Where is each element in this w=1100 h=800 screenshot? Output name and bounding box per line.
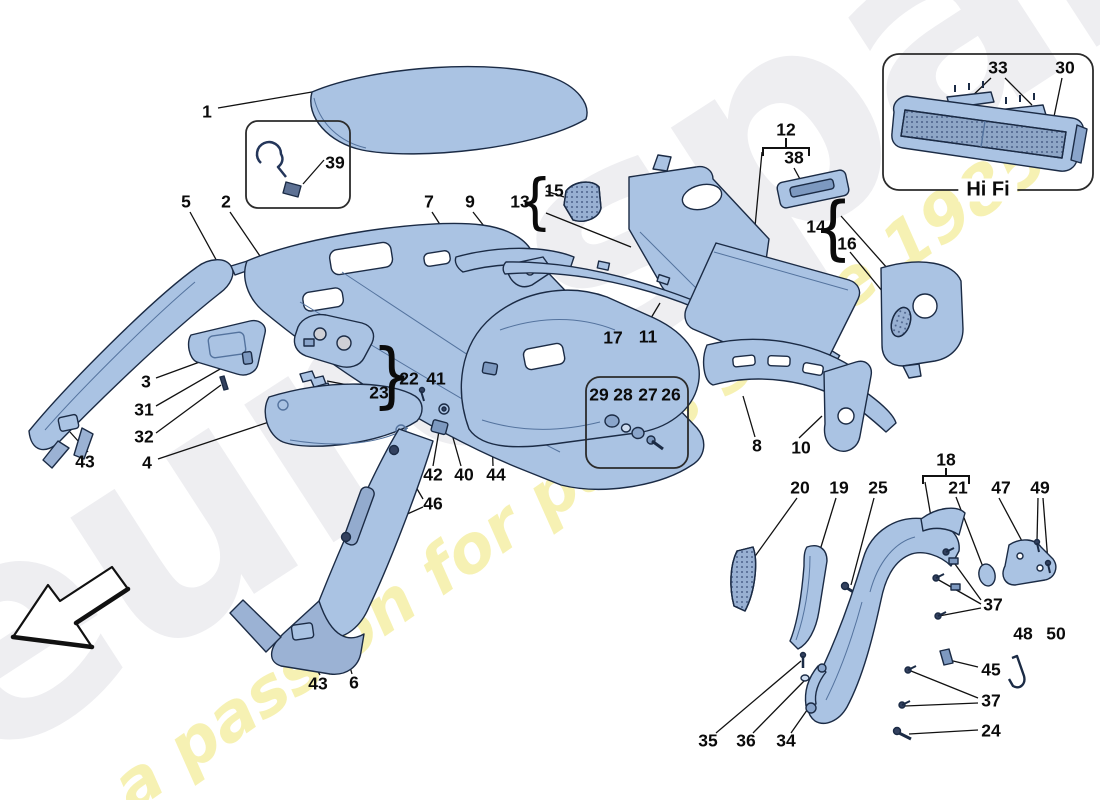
callout-c20: 20 xyxy=(790,477,810,498)
callout-c43b: 43 xyxy=(308,673,328,694)
callout-c18: 18 xyxy=(936,449,956,470)
callout-c32: 32 xyxy=(134,426,154,447)
callout-c37b: 37 xyxy=(981,690,1001,711)
callout-c14: 14 xyxy=(806,216,826,237)
part-hook-48-50 xyxy=(1007,654,1026,689)
callout-c2: 2 xyxy=(221,191,231,212)
part-screw-24 xyxy=(892,726,912,741)
callout-c37a: 37 xyxy=(983,594,1003,615)
part-speaker-bar-30 xyxy=(891,95,1088,172)
part-visor-pin-32 xyxy=(219,375,229,391)
part-fasteners-37-upper xyxy=(932,547,955,620)
callout-c13: 13 xyxy=(510,191,530,212)
part-speaker-grille-15 xyxy=(563,181,602,222)
callout-c45: 45 xyxy=(981,659,1001,680)
part-b-pillar-lower-trim-6 xyxy=(229,428,434,675)
inset-box-cable-39 xyxy=(245,120,351,209)
direction-arrow xyxy=(10,565,131,650)
callout-c8: 8 xyxy=(752,435,762,456)
part-fasteners-40-41-42-44 xyxy=(418,361,499,436)
callout-c29: 29 xyxy=(589,384,609,405)
callout-c4: 4 xyxy=(142,452,152,473)
callout-c31: 31 xyxy=(134,399,154,420)
callout-c47: 47 xyxy=(991,477,1011,498)
hifi-inset-label: Hi Fi xyxy=(958,178,1018,202)
callout-c49: 49 xyxy=(1030,477,1050,498)
part-rear-quarter-panel-14-16 xyxy=(880,261,964,379)
callout-c17: 17 xyxy=(603,327,623,348)
callout-c9: 9 xyxy=(465,191,475,212)
callout-c44: 44 xyxy=(486,464,506,485)
part-cap-43-bottom xyxy=(290,622,315,641)
callout-c7: 7 xyxy=(424,191,434,212)
part-screw-35 xyxy=(799,651,807,668)
callout-c36: 36 xyxy=(736,730,756,751)
callout-c10: 10 xyxy=(791,437,811,458)
part-mesh-panel-20 xyxy=(730,546,757,612)
part-roof-panel xyxy=(310,65,588,155)
callout-c42: 42 xyxy=(423,464,443,485)
part-cap-43-left xyxy=(57,413,80,432)
part-washer-36 xyxy=(800,674,810,682)
callout-c25: 25 xyxy=(868,477,888,498)
inset-box-fasteners-26-29 xyxy=(585,376,689,469)
callout-c27: 27 xyxy=(638,384,658,405)
callout-c34: 34 xyxy=(776,730,796,751)
bracket-group-18 xyxy=(922,468,970,484)
callout-c24: 24 xyxy=(981,720,1001,741)
part-bracket-47 xyxy=(1002,539,1057,586)
callout-c41: 41 xyxy=(426,368,446,389)
part-fasteners-37-lower xyxy=(898,665,917,709)
part-plate-21 xyxy=(978,563,996,587)
callout-c12: 12 xyxy=(776,119,796,140)
callout-c28: 28 xyxy=(613,384,633,405)
part-trim-10 xyxy=(823,360,873,452)
part-clip-45 xyxy=(939,648,954,666)
part-bracket-34 xyxy=(804,663,827,714)
brace-22: } xyxy=(371,334,413,418)
callout-c48: 48 xyxy=(1013,623,1033,644)
callout-c22: 22 xyxy=(399,368,419,389)
bracket-group-12 xyxy=(762,138,810,156)
part-plaque-38 xyxy=(776,169,850,209)
callout-c50: 50 xyxy=(1046,623,1066,644)
callout-c16: 16 xyxy=(837,233,857,254)
part-trim-19 xyxy=(789,545,828,650)
part-cable-39 xyxy=(255,140,287,178)
callout-c6: 6 xyxy=(349,672,359,693)
callout-c38: 38 xyxy=(784,147,804,168)
part-rear-rail-8 xyxy=(702,338,862,406)
callout-c46: 46 xyxy=(423,493,443,514)
inset-box-hifi xyxy=(882,53,1094,191)
part-screws-49 xyxy=(1033,538,1052,574)
brace-13: { xyxy=(517,166,553,237)
callout-c15: 15 xyxy=(544,180,564,201)
callout-c26: 26 xyxy=(661,384,681,405)
part-screws-46 xyxy=(340,444,400,543)
callout-c40: 40 xyxy=(454,464,474,485)
callout-c19: 19 xyxy=(829,477,849,498)
part-overhead-console-23 xyxy=(293,313,375,368)
callout-c23: 23 xyxy=(369,382,389,403)
callout-c1: 1 xyxy=(202,101,212,122)
callout-c11: 11 xyxy=(638,326,658,347)
part-visor-mirror-3 xyxy=(187,319,266,376)
callout-c33: 33 xyxy=(988,57,1008,78)
callout-c39: 39 xyxy=(325,152,345,173)
callout-c5: 5 xyxy=(181,191,191,212)
callout-c43a: 43 xyxy=(75,451,95,472)
part-visor-clip-31 xyxy=(241,350,254,365)
callout-c3: 3 xyxy=(141,371,151,392)
part-quarter-trim-17 xyxy=(460,289,700,448)
brace-14: { xyxy=(813,186,853,269)
callout-c21: 21 xyxy=(948,477,968,498)
callout-c30: 30 xyxy=(1055,57,1075,78)
callout-c35: 35 xyxy=(698,730,718,751)
